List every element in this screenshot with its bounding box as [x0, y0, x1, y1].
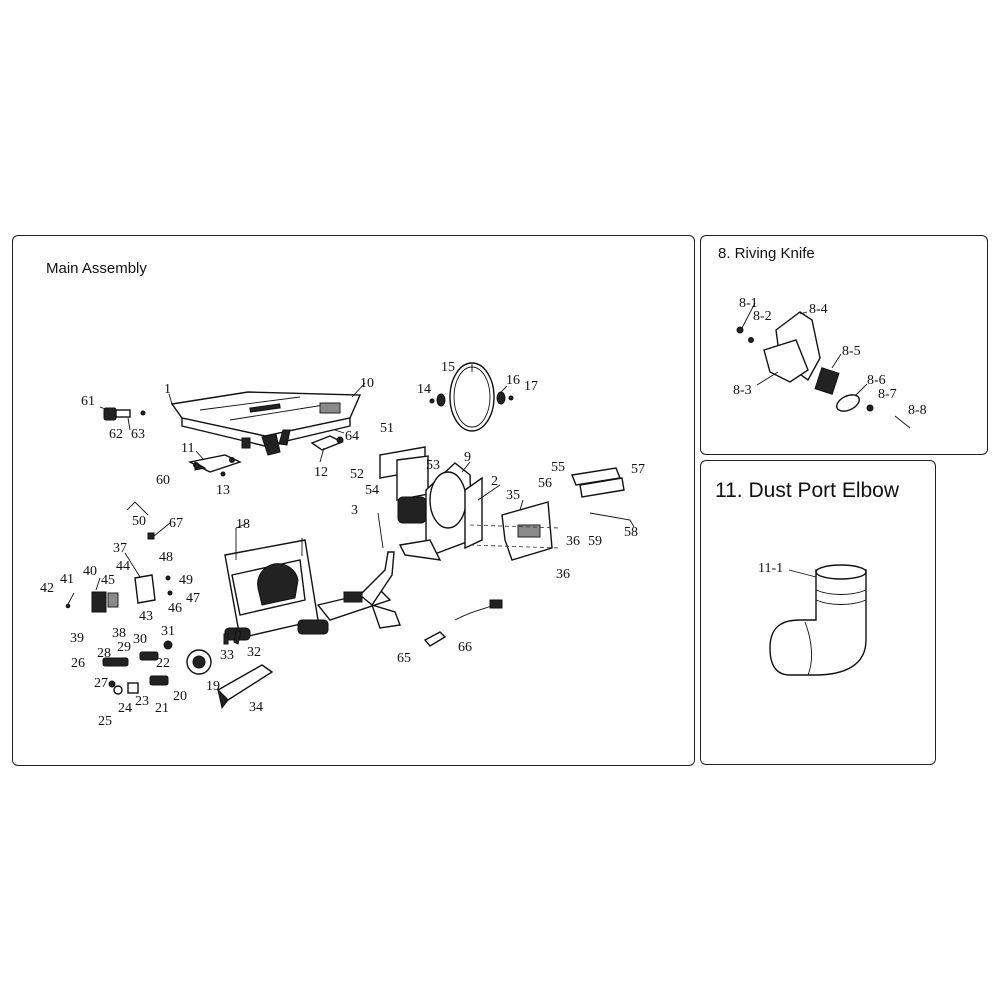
callout-label: 20 [173, 689, 187, 704]
callout-label: 35 [506, 488, 520, 503]
motor-assembly-part [397, 462, 483, 561]
pulley-cover-part [469, 501, 561, 561]
height-crank-parts [102, 629, 274, 710]
fence-switch-parts [65, 501, 173, 613]
callout-label: 62 [109, 427, 123, 442]
callout-label: 49 [179, 573, 193, 588]
callout-label: 8-8 [908, 403, 927, 418]
callout-label: 36 [566, 534, 580, 549]
dust-port-elbow-part [769, 564, 867, 676]
callout-label: 42 [40, 581, 54, 596]
callout-label: 16 [506, 373, 520, 388]
main-assembly-panel: Main Assembly [12, 235, 695, 766]
cable-parts [423, 599, 503, 647]
callout-label: 40 [83, 564, 97, 579]
riving-knife-parts [736, 311, 911, 429]
blade-guard-plates-part [379, 446, 635, 528]
callout-label: 52 [350, 467, 364, 482]
callout-label: 23 [135, 694, 149, 709]
riving-knife-title: 8. Riving Knife [718, 245, 815, 262]
callout-label: 21 [155, 701, 169, 716]
callout-label: 33 [220, 648, 234, 663]
callout-label: 46 [168, 601, 182, 616]
callout-label: 8-5 [842, 344, 861, 359]
bracket-part-11 [187, 454, 242, 477]
knob-part-61 [103, 407, 146, 421]
callout-label: 9 [464, 450, 471, 465]
callout-label: 27 [94, 676, 108, 691]
callout-label: 67 [169, 516, 183, 531]
callout-label: 65 [397, 651, 411, 666]
callout-label: 66 [458, 640, 472, 655]
callout-label: 37 [113, 541, 127, 556]
callout-label: 60 [156, 473, 170, 488]
callout-label: 55 [551, 460, 565, 475]
callout-label: 43 [139, 609, 153, 624]
dust-port-elbow-title: 11. Dust Port Elbow [715, 479, 900, 502]
callout-label: 8-4 [809, 302, 828, 317]
callout-label: 13 [216, 483, 230, 498]
callout-label: 29 [117, 640, 131, 655]
callout-label: 36 [556, 567, 570, 582]
callout-label: 50 [132, 514, 146, 529]
callout-label: 8-3 [733, 383, 752, 398]
callout-label: 8-1 [739, 296, 758, 311]
callout-label: 11 [181, 441, 194, 456]
callout-label: 18 [236, 517, 250, 532]
callout-label: 44 [116, 559, 130, 574]
callout-label: 24 [118, 701, 132, 716]
callout-label: 11-1 [758, 561, 783, 576]
callout-label: 56 [538, 476, 552, 491]
callout-label: 8-7 [878, 387, 897, 402]
callout-label: 38 [112, 626, 126, 641]
bracket-part-12 [310, 435, 344, 451]
leg-assembly-part [316, 551, 401, 629]
callout-label: 1 [164, 382, 171, 397]
callout-label: 64 [345, 429, 359, 444]
callout-label: 57 [631, 462, 645, 477]
callout-label: 63 [131, 427, 145, 442]
callout-label: 8-2 [753, 309, 772, 324]
saw-blade-part [429, 362, 514, 432]
callout-label: 51 [380, 421, 394, 436]
callout-label: 8-6 [867, 373, 886, 388]
riving-callout-labels: 8-1 8-2 8-4 8-5 8-3 8-6 8-7 8-8 [733, 296, 927, 418]
callout-label: 19 [206, 679, 220, 694]
callout-label: 28 [97, 646, 111, 661]
callout-label: 12 [314, 465, 328, 480]
callout-label: 30 [133, 632, 147, 647]
elbow-callout-labels: 11-1 [758, 561, 783, 576]
callout-label: 47 [186, 591, 200, 606]
callout-label: 53 [426, 458, 440, 473]
callout-label: 22 [156, 656, 170, 671]
callout-label: 25 [98, 714, 112, 729]
callout-label: 58 [624, 525, 638, 540]
table-top-part [170, 391, 362, 456]
main-assembly-title: Main Assembly [46, 260, 147, 277]
leader-lines [67, 302, 868, 605]
base-stand-part [224, 528, 329, 641]
callout-label: 59 [588, 534, 602, 549]
callout-label: 14 [417, 382, 431, 397]
callout-label: 54 [365, 483, 379, 498]
callout-label: 31 [161, 624, 175, 639]
callout-label: 10 [360, 376, 374, 391]
callout-label: 41 [60, 572, 74, 587]
callout-label: 15 [441, 360, 455, 375]
riving-knife-panel: 8. Riving Knife [700, 235, 988, 455]
callout-label: 2 [491, 474, 498, 489]
callout-label: 45 [101, 573, 115, 588]
callout-label: 26 [71, 656, 85, 671]
main-callout-labels: 61 62 63 1 10 11 60 13 12 64 14 15 16 17… [40, 360, 645, 729]
callout-label: 34 [249, 700, 263, 715]
callout-label: 17 [524, 379, 538, 394]
callout-label: 3 [351, 503, 358, 518]
callout-label: 61 [81, 394, 95, 409]
callout-label: 32 [247, 645, 261, 660]
callout-label: 39 [70, 631, 84, 646]
callout-label: 48 [159, 550, 173, 565]
